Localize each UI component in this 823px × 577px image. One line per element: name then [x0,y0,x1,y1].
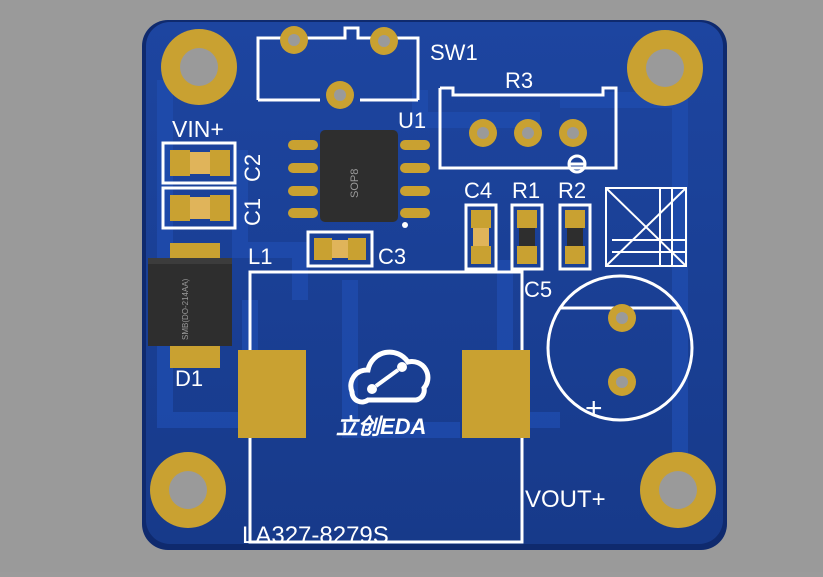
r1-resistor [510,203,544,271]
r3-potentiometer [438,86,618,174]
mounting-hole-top-right [627,30,703,106]
r2-resistor [558,203,592,271]
d1-diode [148,243,232,368]
c4-capacitor [464,203,498,271]
l1-inductor-outline [238,270,530,544]
inductor-part-label: LA327-8279S [242,522,389,549]
c4-label: C4 [464,178,492,203]
mounting-hole-top-left [161,29,237,105]
silkscreen-cross-box [605,187,687,267]
eda-logo [348,349,431,405]
mounting-hole-bottom-right [640,452,716,528]
c5-polarity-mark: + [585,392,603,425]
d1-label: D1 [175,366,203,391]
u1-chip [288,130,430,228]
mounting-hole-bottom-left [150,452,226,528]
c5-label: C5 [524,277,552,302]
c2-capacitor [161,141,237,185]
l1-label: L1 [248,244,272,269]
c5-electrolytic-capacitor [546,274,694,422]
r3-label: R3 [505,68,533,93]
d1-package-text: SMB(DO-214AA) [181,278,190,340]
r2-label: R2 [558,178,586,203]
c3-capacitor [306,230,374,268]
u1-package-text: SOP8 [349,169,361,198]
sw1-footprint [256,26,420,109]
u1-label: U1 [398,108,426,133]
c3-label: C3 [378,244,406,269]
sw1-label: SW1 [430,40,478,65]
c1-label: C1 [240,198,265,226]
vin-label: VIN+ [172,116,224,142]
c2-label: C2 [240,154,265,182]
c1-capacitor [161,186,237,230]
vout-label: VOUT+ [525,486,606,513]
eda-logo-text: 立创EDA [336,414,426,439]
r1-label: R1 [512,178,540,203]
